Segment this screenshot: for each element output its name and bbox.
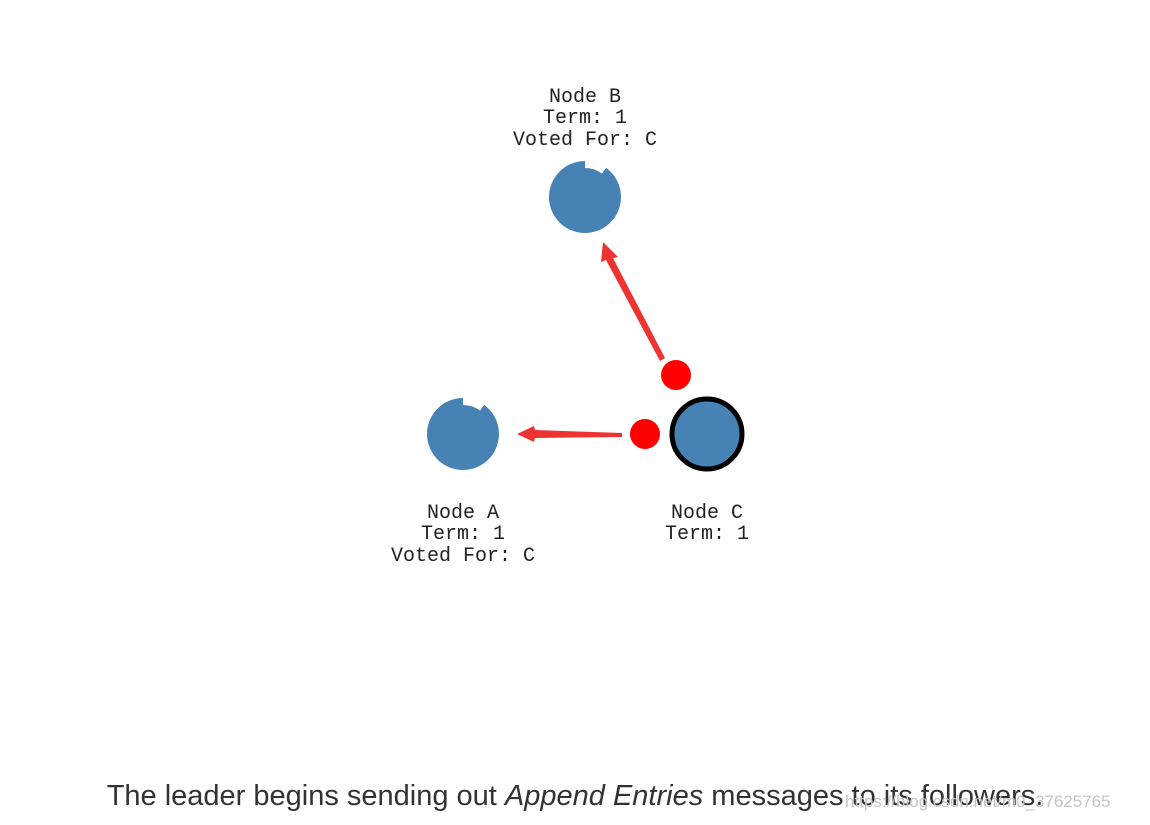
node-b-voted-for: Voted For: C: [513, 129, 657, 152]
node-c-name: Node C: [671, 502, 743, 525]
node-b-circle[interactable]: [548, 161, 621, 234]
node-a-circle[interactable]: [427, 398, 499, 471]
raft-visualization: Node B Term: 1 Voted For: C Node A Term:…: [391, 86, 749, 568]
node-a-voted-for: Voted For: C: [391, 545, 535, 568]
caption-emphasis: Append Entries: [504, 780, 704, 812]
node-b-term: Term: 1: [543, 107, 627, 130]
node-c[interactable]: Node C Term: 1: [665, 396, 749, 546]
caption: The leader begins sending out Append Ent…: [0, 780, 1150, 813]
node-b[interactable]: Node B Term: 1 Voted For: C: [513, 86, 657, 234]
node-a[interactable]: Node A Term: 1 Voted For: C: [391, 398, 535, 568]
message-arrow-to-a: [517, 426, 622, 442]
caption-text-before: The leader begins sending out: [106, 780, 505, 812]
node-b-name: Node B: [549, 86, 621, 109]
node-a-term: Term: 1: [421, 523, 505, 546]
node-c-term: Term: 1: [665, 523, 749, 546]
append-entries-message-to-b[interactable]: [661, 360, 691, 390]
node-c-circle[interactable]: [669, 396, 745, 472]
caption-text-after: messages to its followers.: [703, 780, 1044, 812]
watermark: https://blog.csdn.net/m0_37625765: [845, 792, 1111, 811]
append-entries-message-to-a[interactable]: [630, 419, 660, 449]
node-a-name: Node A: [427, 502, 499, 525]
message-arrow-to-b: [601, 242, 665, 361]
